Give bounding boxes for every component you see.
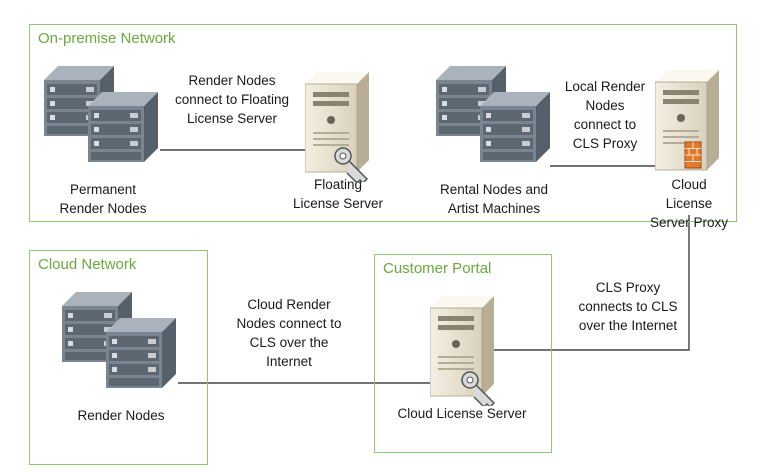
customer-portal-zone: Customer Portal xyxy=(374,254,552,453)
proxy-link-annotation: Local Render Nodes connect to CLS Proxy xyxy=(564,79,646,151)
cloud-link-annotation: Cloud Render Nodes connect to CLS over t… xyxy=(236,297,342,369)
onprem-network-title: On-premise Network xyxy=(38,30,176,47)
proxy-internet-line xyxy=(486,215,690,351)
floating-link-annotation: Render Nodes connect to Floating License… xyxy=(174,73,290,126)
floating-license-server-label: Floating License Server xyxy=(292,177,384,211)
cloud-license-server-icon xyxy=(430,296,495,406)
rental-nodes-icon xyxy=(436,66,554,166)
cloud-render-nodes-icon xyxy=(62,292,180,392)
cls-proxy-label: Cloud License Server Proxy xyxy=(649,177,729,230)
cls-proxy-icon xyxy=(655,70,720,171)
cloud-license-server-label: Cloud License Server xyxy=(397,406,527,421)
permanent-render-nodes-label: Permanent Render Nodes xyxy=(59,182,147,216)
rental-nodes-label: Rental Nodes and Artist Machines xyxy=(439,182,549,216)
customer-portal-title: Customer Portal xyxy=(383,260,492,277)
cloud-network-zone: Cloud Network xyxy=(29,250,208,465)
permanent-render-nodes-icon xyxy=(44,66,162,166)
firewall-icon xyxy=(684,141,702,169)
cloud-network-title: Cloud Network xyxy=(38,256,137,273)
cloud-render-nodes-label: Render Nodes xyxy=(77,408,165,423)
proxy-internet-annotation: CLS Proxy connects to CLS over the Inter… xyxy=(578,280,678,333)
floating-license-server-icon xyxy=(305,72,370,182)
onprem-network-zone: On-premise Network xyxy=(29,24,737,222)
